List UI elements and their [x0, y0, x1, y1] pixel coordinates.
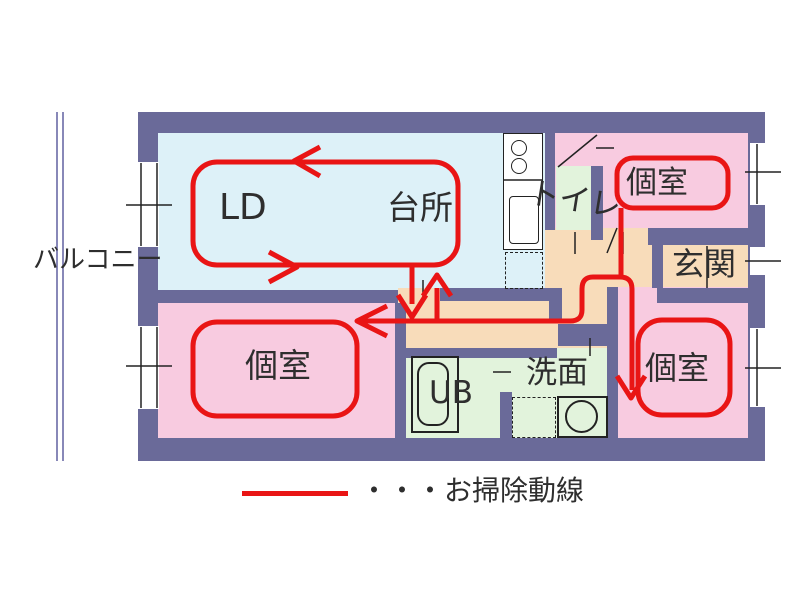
legend-label: ・・・お掃除動線	[360, 474, 585, 507]
wall-entrance-bottom	[657, 288, 748, 303]
window-left-lower	[138, 326, 159, 409]
wall-kitchen-bottom	[440, 288, 550, 301]
room-bottom-left-label: 個室	[245, 346, 311, 385]
wall-toilet-right	[591, 166, 603, 240]
wall-bottomleft-right	[395, 303, 406, 438]
balcony-rail-outer	[56, 112, 58, 461]
kitchen-sink-icon	[509, 196, 539, 244]
room-top-right-label: 個室	[626, 165, 688, 201]
entrance-label: 玄関	[672, 245, 737, 283]
washing-machine-icon	[557, 396, 608, 438]
room-living-dining	[158, 133, 545, 290]
laundry-pan-icon	[512, 397, 556, 438]
wall-washroom-top2	[558, 324, 607, 346]
stove-burner-icon	[511, 158, 527, 174]
kitchen-label: 台所	[387, 188, 453, 227]
refrigerator-space-icon	[505, 252, 543, 289]
unit-bath-label: UB	[429, 375, 473, 411]
window-right-lower	[750, 328, 765, 407]
living-label: LD	[219, 187, 267, 228]
wall-washroom-stub	[500, 392, 512, 438]
balcony-label: バルコニー	[33, 245, 163, 275]
stove-burner-icon	[511, 140, 527, 156]
room-toilet	[556, 166, 592, 230]
wall-bottomright-left	[607, 287, 618, 438]
window-left-upper	[138, 162, 159, 247]
balcony-rail-inner	[62, 112, 64, 461]
washroom-label: 洗面	[526, 355, 588, 391]
wall-ld-bottom	[158, 290, 398, 303]
washing-machine-drum-icon	[565, 400, 598, 433]
room-bottom-right-label: 個室	[645, 349, 710, 387]
wall-topright-bottom	[648, 228, 748, 245]
entrance-door-gap	[750, 247, 765, 275]
window-right-upper	[750, 143, 765, 205]
legend-route-swatch	[242, 491, 348, 496]
wall-ld-toilet	[545, 133, 555, 230]
wall-kitchen-right	[549, 288, 562, 322]
wall-entrance-left	[652, 245, 663, 288]
